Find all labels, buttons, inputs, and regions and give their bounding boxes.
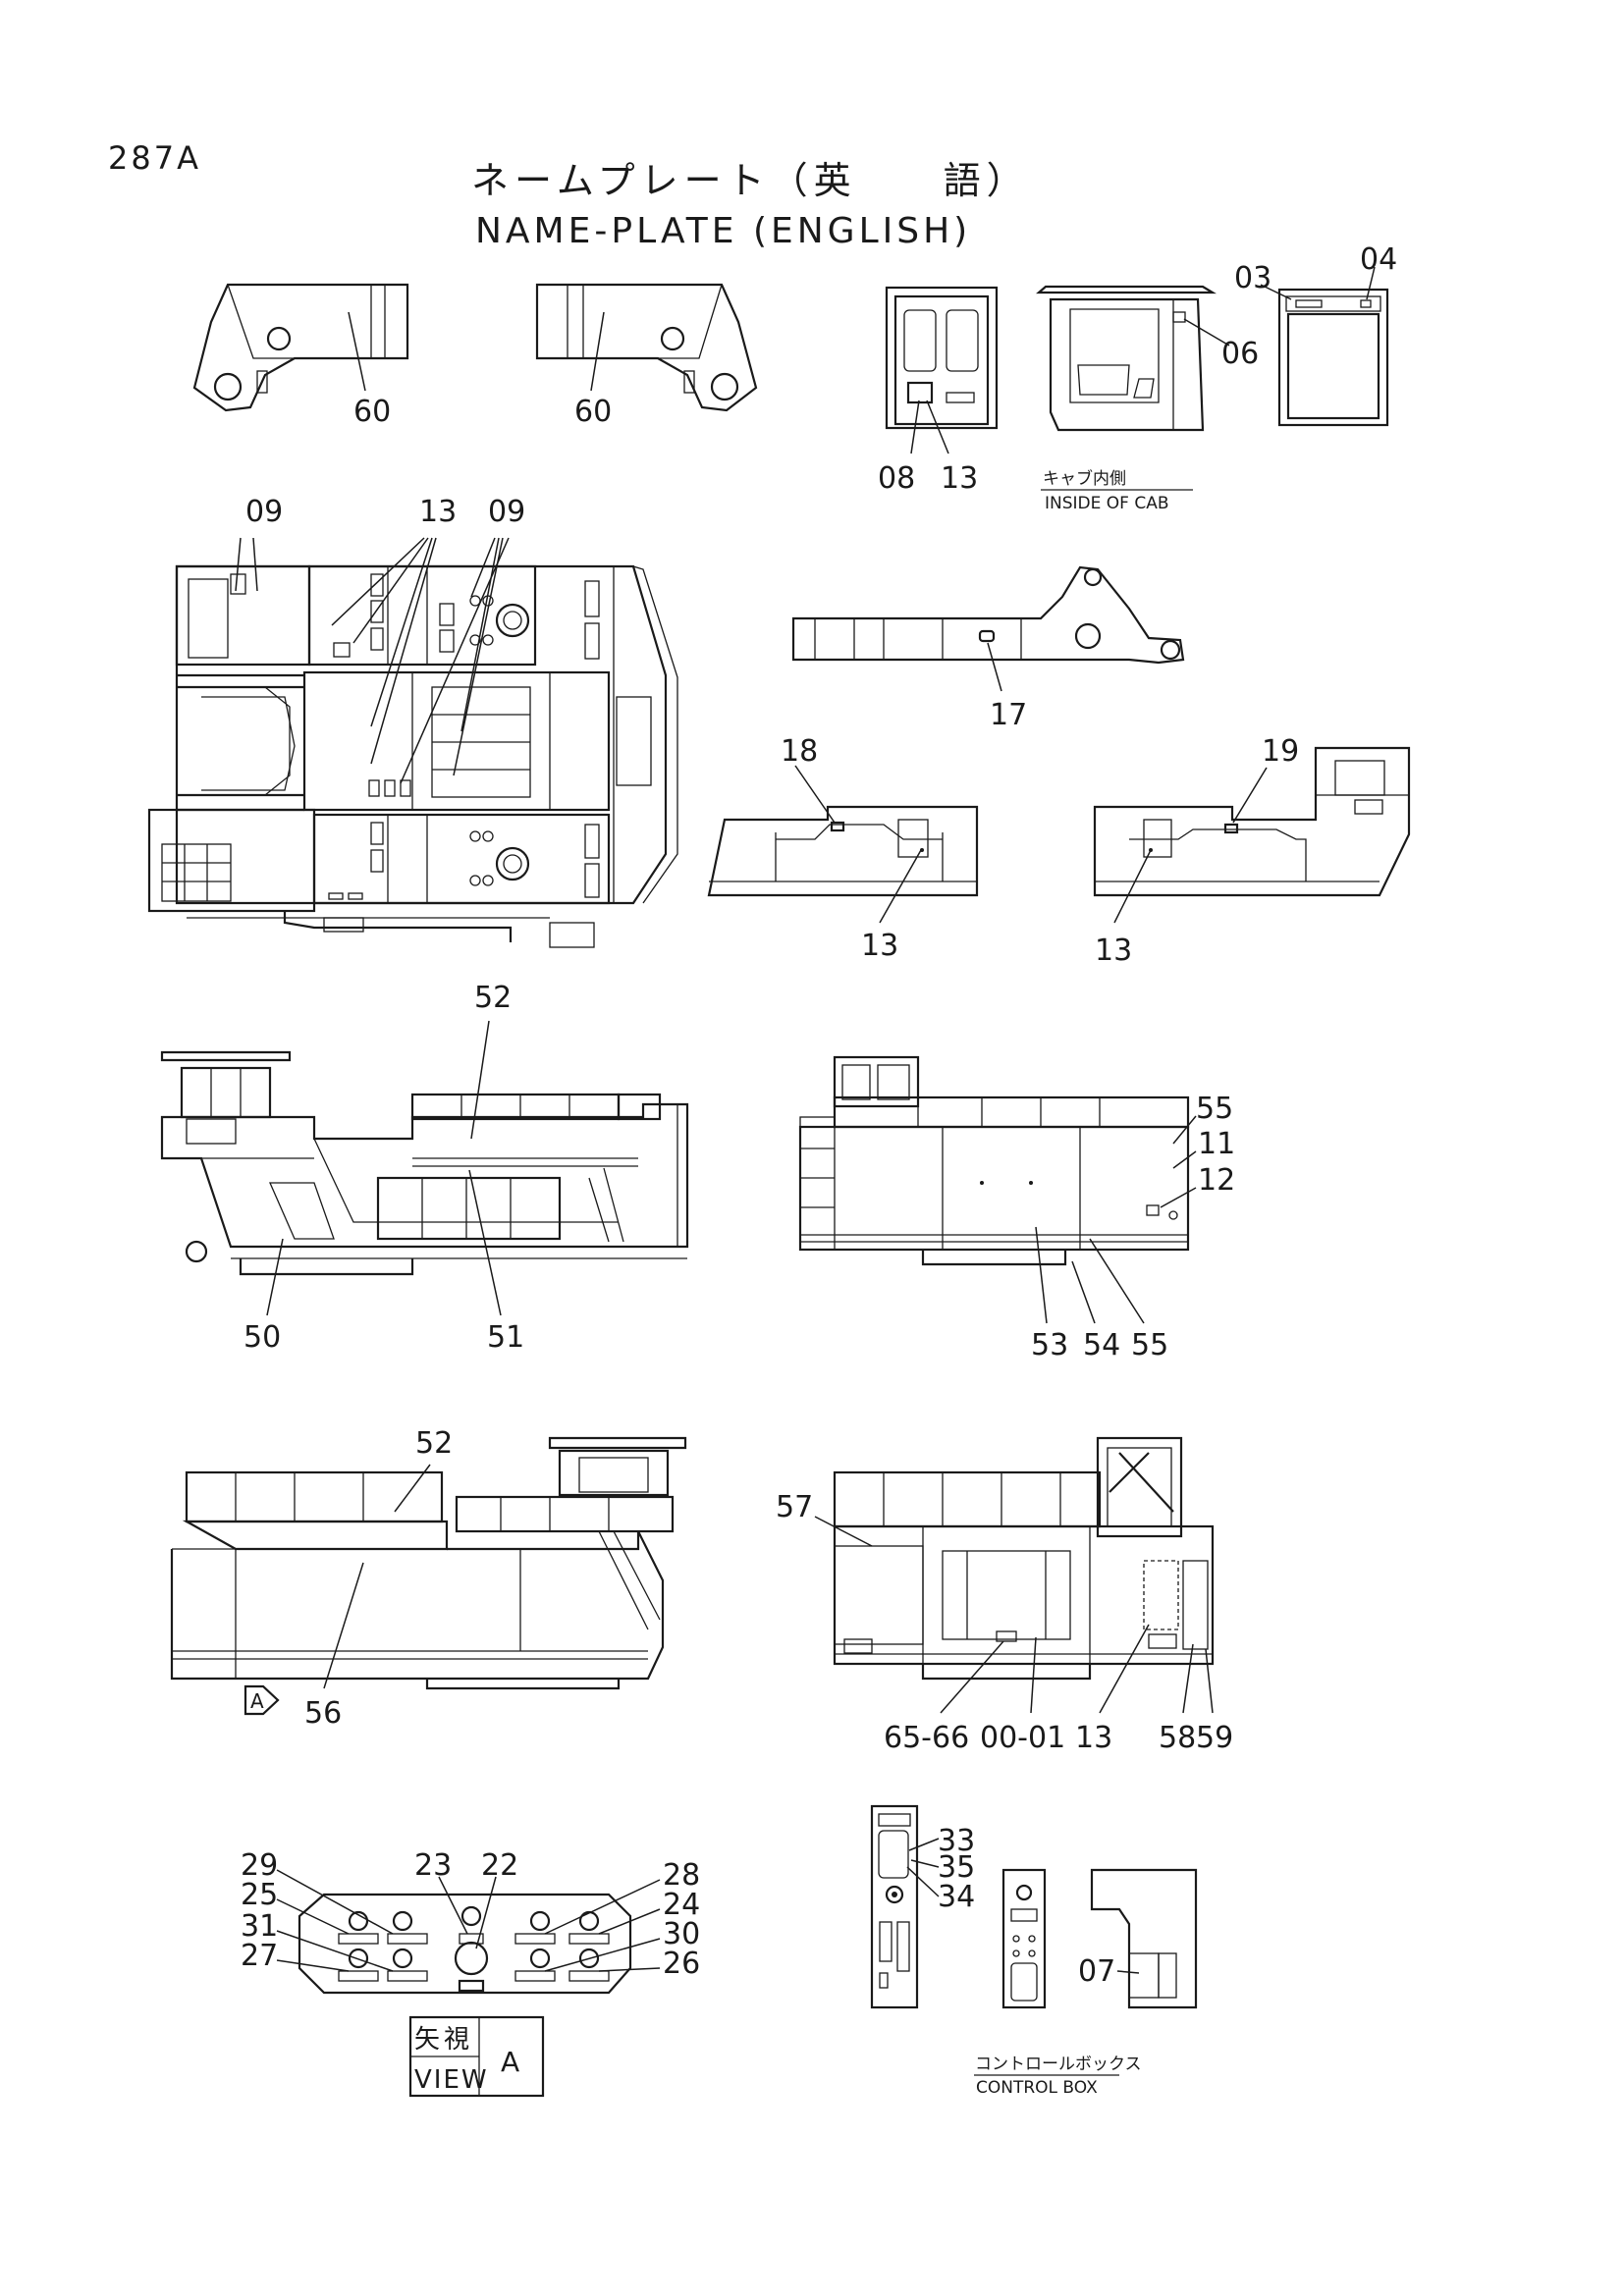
arm-drawing <box>791 565 1185 665</box>
callout-30-view-a: 30 <box>663 1917 700 1951</box>
counterweight-left-drawing <box>707 805 979 897</box>
control-box-drawing <box>870 1804 1198 2009</box>
callout-52-elev-right: 52 <box>415 1426 453 1461</box>
callout-09-top-right: 09 <box>488 495 525 529</box>
callout-12-elev-rear: 12 <box>1198 1163 1235 1198</box>
callout-13-elev-front: 13 <box>1075 1721 1112 1755</box>
callout-58-elev-front: 58 <box>1159 1721 1196 1755</box>
callout-25-view-a: 25 <box>241 1878 278 1912</box>
control-box-jp: コントロールボックス <box>975 2055 1142 2074</box>
callout-04-cab-rear: 04 <box>1360 242 1397 277</box>
callout-18-side-left: 18 <box>781 734 818 769</box>
control-box-en: CONTROL BOX <box>976 2078 1098 2098</box>
callout-57-elev-front: 57 <box>776 1490 813 1524</box>
counterweight-right-drawing <box>1093 746 1411 897</box>
callout-56-elev-right: 56 <box>304 1696 342 1731</box>
callout-23-view-a: 23 <box>414 1848 452 1883</box>
callout-06-cab-side: 06 <box>1221 337 1259 371</box>
callout-13-side-right: 13 <box>1095 934 1132 968</box>
arrow-tag-a: A <box>250 1689 264 1713</box>
callout-08-cab-front: 08 <box>878 461 915 496</box>
callout-24-view-a: 24 <box>663 1888 700 1922</box>
view-a-letter: A <box>501 2046 519 2078</box>
callout-09-top-left: 09 <box>245 495 283 529</box>
title-japanese: ネームプレート（英 語） <box>471 159 1030 202</box>
callout-29-view-a: 29 <box>241 1848 278 1883</box>
callout-13-cab-front: 13 <box>941 461 978 496</box>
callout-19-side-right: 19 <box>1262 734 1299 769</box>
title-english: NAME-PLATE (ENGLISH) <box>475 211 971 251</box>
callout-26-view-a: 26 <box>663 1947 700 1981</box>
boom-foot-right-drawing <box>535 283 758 412</box>
callout-55-elev-rear-top: 55 <box>1196 1092 1233 1126</box>
upper-structure-plan-drawing <box>147 564 678 948</box>
callout-13-side-left: 13 <box>861 929 898 963</box>
callout-17-arm: 17 <box>990 698 1027 732</box>
callout-00-01-elev-front: 00-01 <box>980 1721 1065 1755</box>
callout-59-elev-front: 59 <box>1196 1721 1233 1755</box>
callout-27-view-a: 27 <box>241 1939 278 1973</box>
view-a-jp: 矢視 <box>414 2025 473 2055</box>
view-a-en: VIEW <box>414 2065 489 2095</box>
elevation-right-drawing <box>170 1436 687 1690</box>
elevation-rear-drawing <box>798 1055 1190 1266</box>
view-a-panel-drawing <box>298 1893 632 1995</box>
elevation-left-drawing <box>160 1050 689 1276</box>
cab-rear-drawing <box>1277 288 1389 427</box>
inside-of-cab-jp: キャブ内側 <box>1043 468 1126 489</box>
callout-60-boom-right: 60 <box>574 395 612 429</box>
callout-35-control-box: 35 <box>938 1850 975 1885</box>
cab-side-drawing <box>1036 285 1217 432</box>
callout-34-control-box: 34 <box>938 1880 975 1914</box>
callout-13-top: 13 <box>419 495 457 529</box>
cab-front-drawing <box>885 286 999 430</box>
callout-52-elev-left: 52 <box>474 981 512 1015</box>
callout-51-elev-left: 51 <box>487 1320 524 1355</box>
page-code: 287A <box>108 139 201 177</box>
callout-11-elev-rear: 11 <box>1198 1127 1235 1161</box>
boom-foot-left-drawing <box>192 283 409 412</box>
callout-50-elev-left: 50 <box>243 1320 281 1355</box>
callout-53-elev-rear: 53 <box>1031 1328 1068 1362</box>
callout-22-view-a: 22 <box>481 1848 518 1883</box>
callout-07-control-box: 07 <box>1078 1954 1115 1989</box>
callout-31-view-a: 31 <box>241 1909 278 1944</box>
elevation-front-drawing <box>833 1436 1215 1681</box>
callout-60-boom-left: 60 <box>353 395 391 429</box>
callout-28-view-a: 28 <box>663 1858 700 1893</box>
callout-54-elev-rear: 54 <box>1083 1328 1120 1362</box>
callout-03-cab-rear: 03 <box>1234 261 1271 295</box>
callout-65-66-elev-front: 65-66 <box>884 1721 969 1755</box>
inside-of-cab-en: INSIDE OF CAB <box>1045 494 1169 513</box>
callout-55-elev-rear-bottom: 55 <box>1131 1328 1168 1362</box>
callout-33-control-box: 33 <box>938 1824 975 1858</box>
